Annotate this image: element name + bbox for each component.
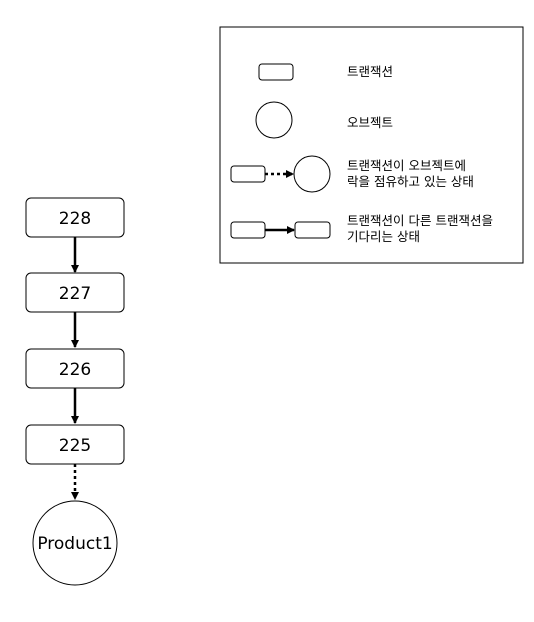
- legend: 트랜잭션 오브젝트 트랜잭션이 오브젝트에 락을 점유하고 있는 상태 트랜잭션…: [219, 26, 524, 264]
- legend-transaction-shape: [258, 63, 294, 81]
- legend-lock-label-line2: 락을 점유하고 있는 상태: [347, 174, 474, 189]
- legend-wait-transaction-shape-b: [294, 221, 331, 239]
- transaction-node-226: 226: [25, 348, 125, 389]
- legend-wait-transaction-shape-a: [230, 221, 266, 239]
- legend-lock-label-line1: 트랜잭션이 오브젝트에: [347, 158, 466, 173]
- legend-wait-label-line2: 기다리는 상태: [347, 229, 420, 244]
- transaction-node-225: 225: [25, 424, 125, 465]
- object-node-product1: Product1: [32, 500, 118, 586]
- legend-object-shape: [255, 101, 293, 139]
- transaction-label: 225: [59, 436, 91, 456]
- legend-wait-label-line1: 트랜잭션이 다른 트랜잭션을: [347, 213, 493, 228]
- legend-object-label: 오브젝트: [347, 115, 393, 130]
- transaction-node-227: 227: [25, 272, 125, 313]
- transaction-label: 226: [59, 360, 91, 380]
- transaction-node-228: 228: [25, 197, 125, 238]
- legend-transaction-label: 트랜잭션: [347, 64, 393, 79]
- transaction-label: 228: [59, 209, 91, 229]
- legend-lock-transaction-shape: [230, 165, 266, 183]
- transaction-label: 227: [59, 284, 91, 304]
- legend-lock-object-shape: [293, 155, 331, 193]
- object-label: Product1: [37, 534, 112, 554]
